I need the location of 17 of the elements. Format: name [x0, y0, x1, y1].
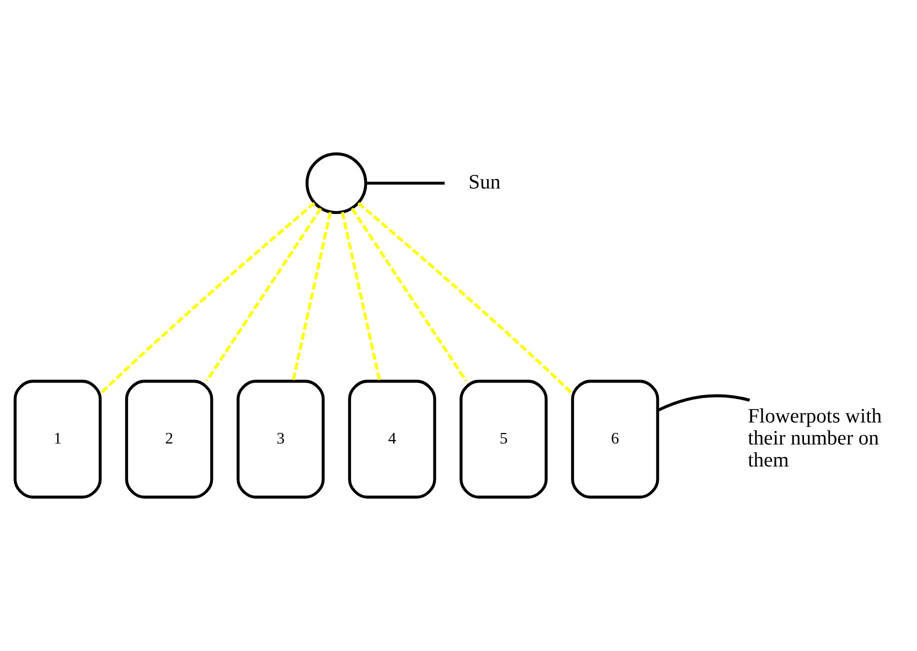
connector — [366, 182, 445, 185]
node-box: 4 — [348, 380, 436, 499]
node-text: Flowerpots with their number on them — [748, 406, 882, 472]
node-box: 5 — [460, 380, 548, 499]
node-box: 6 — [571, 380, 660, 499]
node-box: 3 — [236, 380, 325, 499]
node-box: 1 — [14, 380, 102, 499]
connector — [206, 208, 322, 382]
connector — [357, 202, 574, 395]
node-box: 2 — [125, 380, 214, 499]
connector — [292, 212, 332, 382]
connector — [657, 394, 750, 412]
connector — [341, 212, 382, 382]
connector — [100, 202, 316, 395]
connector — [350, 208, 468, 382]
node-text: Sun — [468, 172, 501, 194]
node-circle — [306, 152, 368, 214]
